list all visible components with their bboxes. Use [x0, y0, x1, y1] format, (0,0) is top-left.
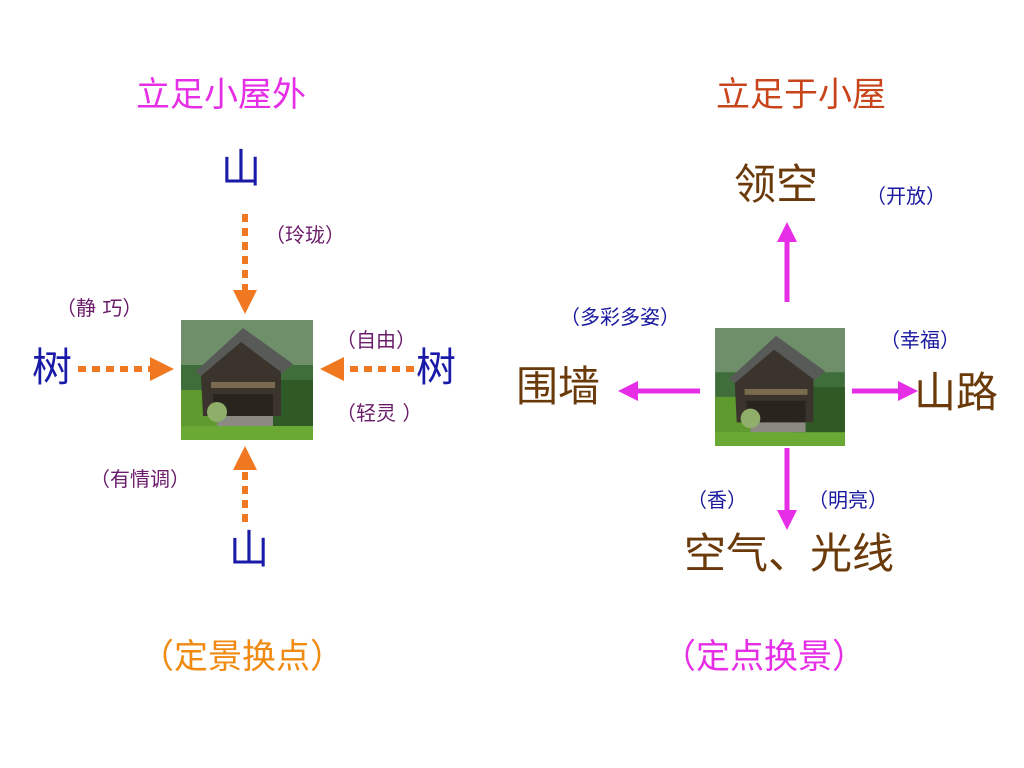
right-left-note: （多彩多姿） [560, 305, 680, 329]
left-right-note-bottom: （轻灵 ） [336, 401, 423, 425]
left-right-label: 树 [416, 345, 456, 391]
right-bottom-note-left: （香） [687, 488, 747, 512]
left-left-note: （静 巧） [56, 296, 143, 320]
right-top-label: 领空 [734, 160, 819, 209]
left-house-image [181, 320, 313, 440]
left-bottom-note: （有情调） [90, 467, 190, 491]
right-caption: （定点换景） [662, 637, 866, 677]
left-right-note-top: （自由） [336, 328, 416, 352]
right-right-note: （幸福） [880, 328, 960, 352]
right-right-label: 山路 [914, 368, 999, 417]
left-title: 立足小屋外 [136, 75, 306, 115]
left-left-label: 树 [32, 345, 72, 391]
right-top-note: （开放） [866, 184, 946, 208]
right-bottom-note-right: （明亮） [808, 488, 888, 512]
right-left-label: 围墙 [516, 362, 601, 411]
left-bottom-label: 山 [229, 527, 269, 573]
left-top-label: 山 [221, 146, 261, 192]
left-top-note: （玲珑） [265, 223, 345, 247]
right-house-image [714, 328, 846, 446]
right-bottom-label: 空气、光线 [684, 529, 895, 578]
left-caption: （定景换点） [140, 637, 344, 677]
right-title: 立足于小屋 [716, 75, 886, 115]
